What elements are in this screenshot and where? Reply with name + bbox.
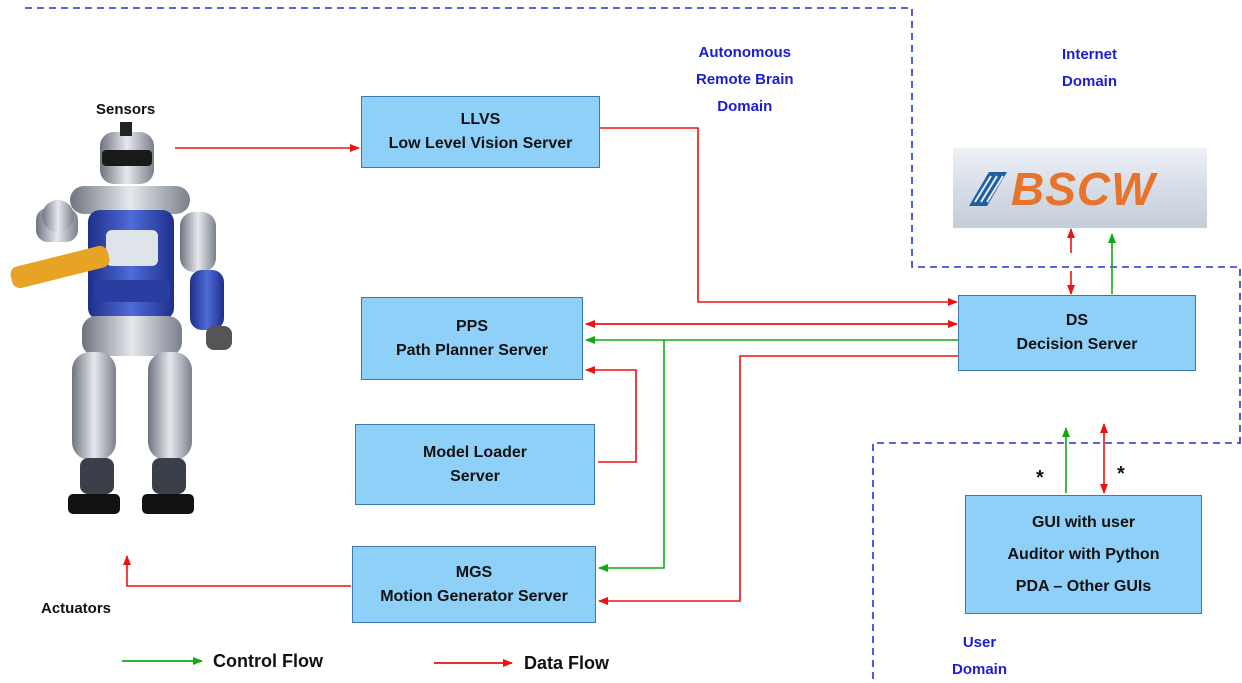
pps-subtitle: Path Planner Server (395, 341, 549, 359)
pps-title: PPS (455, 317, 488, 335)
humanoid-robot-image (10, 122, 232, 514)
ds-subtitle: Decision Server (1016, 336, 1138, 353)
ds-server-box: DS Decision Server (958, 295, 1196, 371)
legend-data-flow-label: Data Flow (524, 653, 610, 673)
llvs-title: LLVS (460, 111, 501, 128)
data-flow-arrows (123, 127, 1108, 605)
bscw-logo: BSCW (953, 148, 1207, 228)
domain-boundaries (25, 7, 1241, 679)
model-loader-line2: Server (450, 467, 500, 485)
autonomous-domain-boundary (25, 7, 1241, 445)
gui-line1: GUI with user (1031, 513, 1136, 531)
arrow-mgs-to-actuators (123, 555, 351, 587)
mgs-server-box: MGS Motion Generator Server (352, 546, 596, 623)
arrow-ds-to-mgs-control (598, 340, 665, 572)
user-domain-boundary (872, 442, 1240, 679)
internet-domain-label: Internet Domain (1062, 46, 1118, 90)
multiplicity-star-left: * (1036, 467, 1044, 489)
autonomous-domain-label: Autonomous Remote Brain Domain (696, 44, 794, 115)
llvs-subtitle: Low Level Vision Server (388, 135, 573, 152)
pps-server-box: PPS Path Planner Server (361, 297, 583, 380)
llvs-server-box: LLVS Low Level Vision Server (361, 96, 600, 168)
multiplicity-star-right: * (1117, 463, 1125, 485)
arrow-ds-to-mgs (598, 355, 960, 605)
arrow-llvs-to-ds (600, 127, 958, 306)
mgs-subtitle: Motion Generator Server (380, 587, 568, 605)
gui-box: GUI with user Auditor with Python PDA – … (965, 495, 1202, 614)
gui-line2: Auditor with Python (1007, 545, 1160, 563)
user-domain-label: User Domain (952, 634, 1008, 678)
bscw-logo-text: BSCW (1011, 163, 1156, 215)
actuators-label: Actuators (41, 600, 112, 617)
model-loader-server-box: Model Loader Server (355, 424, 595, 505)
model-loader-line1: Model Loader (422, 443, 527, 461)
ds-title: DS (1065, 312, 1089, 329)
gui-line3: PDA – Other GUIs (1015, 577, 1152, 595)
bscw-logo-mark-icon (969, 172, 1007, 206)
arrow-model-to-pps (585, 366, 637, 463)
control-flow-arrows (585, 233, 1116, 572)
legend-control-flow-label: Control Flow (213, 651, 323, 671)
sensors-label: Sensors (96, 101, 156, 118)
mgs-title: MGS (455, 563, 493, 581)
